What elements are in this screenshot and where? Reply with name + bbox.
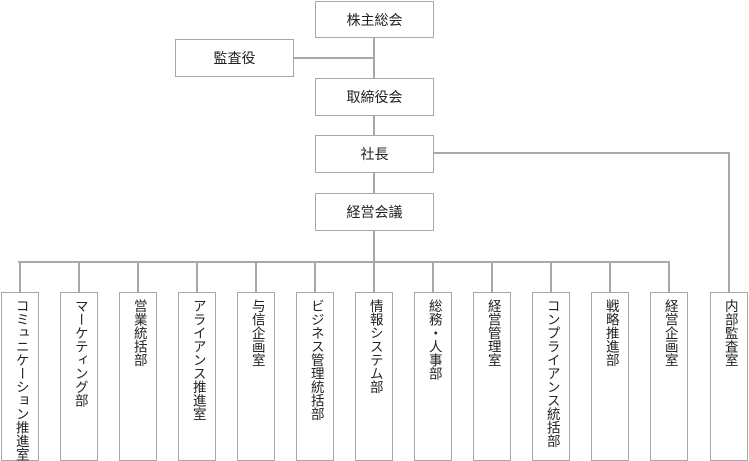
management-meeting-label: 経営会議 [346,205,403,221]
department-box: 総務・人事部 [414,292,452,461]
connector-department-bar [18,261,670,263]
department-label: 総務・人事部 [425,299,442,380]
department-box: 経営企画室 [650,292,688,461]
department-box: アライアンス推進室 [178,292,216,461]
connector-department-drop [491,261,493,292]
department-label: 与信企画室 [248,299,265,367]
department-label: 経営管理室 [484,299,501,367]
connector-department-drop [373,261,375,292]
auditor-label: 監査役 [213,51,256,67]
connector-internal-audit-v [728,152,730,292]
department-label: アライアンス推進室 [189,299,206,421]
connector-department-drop [668,261,670,292]
department-box: 経営管理室 [473,292,511,461]
president-box: 社長 [315,135,434,173]
board-label: 取締役会 [346,90,403,106]
internal-audit-label: 内部監査室 [721,299,738,367]
auditor-box: 監査役 [175,39,294,77]
department-label: コミュニケーション推進室 [12,299,29,461]
department-label: ビジネス管理統括部 [307,299,324,421]
department-label: 戦略推進部 [602,299,619,367]
department-box: マーケティング部 [60,292,98,461]
department-box: 情報システム部 [355,292,393,461]
department-box: コンプライアンス統括部 [532,292,570,461]
department-box: 戦略推進部 [591,292,629,461]
board-box: 取締役会 [315,78,434,116]
department-box: ビジネス管理統括部 [296,292,334,461]
connector-department-drop [314,261,316,292]
connector-department-drop [19,261,21,292]
shareholders-box: 株主総会 [315,1,434,38]
shareholders-label: 株主総会 [346,12,403,29]
department-label: コンプライアンス統括部 [543,299,560,448]
connector-department-drop [255,261,257,292]
department-label: マーケティング部 [71,299,88,407]
connector-department-drop [196,261,198,292]
internal-audit-box: 内部監査室 [710,292,748,461]
department-box: 与信企画室 [237,292,275,461]
department-label: 情報システム部 [366,299,383,394]
connector-auditor [294,57,374,59]
connector-internal-audit-h [433,152,730,154]
connector-department-drop [550,261,552,292]
connector-department-drop [432,261,434,292]
management-meeting-box: 経営会議 [315,193,434,231]
president-label: 社長 [360,147,389,163]
connector-department-drop [78,261,80,292]
department-label: 経営企画室 [661,299,678,367]
department-box: 営業統括部 [119,292,157,461]
department-box: コミュニケーション推進室 [1,292,39,461]
connector-department-drop [137,261,139,292]
connector-department-drop [609,261,611,292]
department-label: 営業統括部 [130,299,147,367]
